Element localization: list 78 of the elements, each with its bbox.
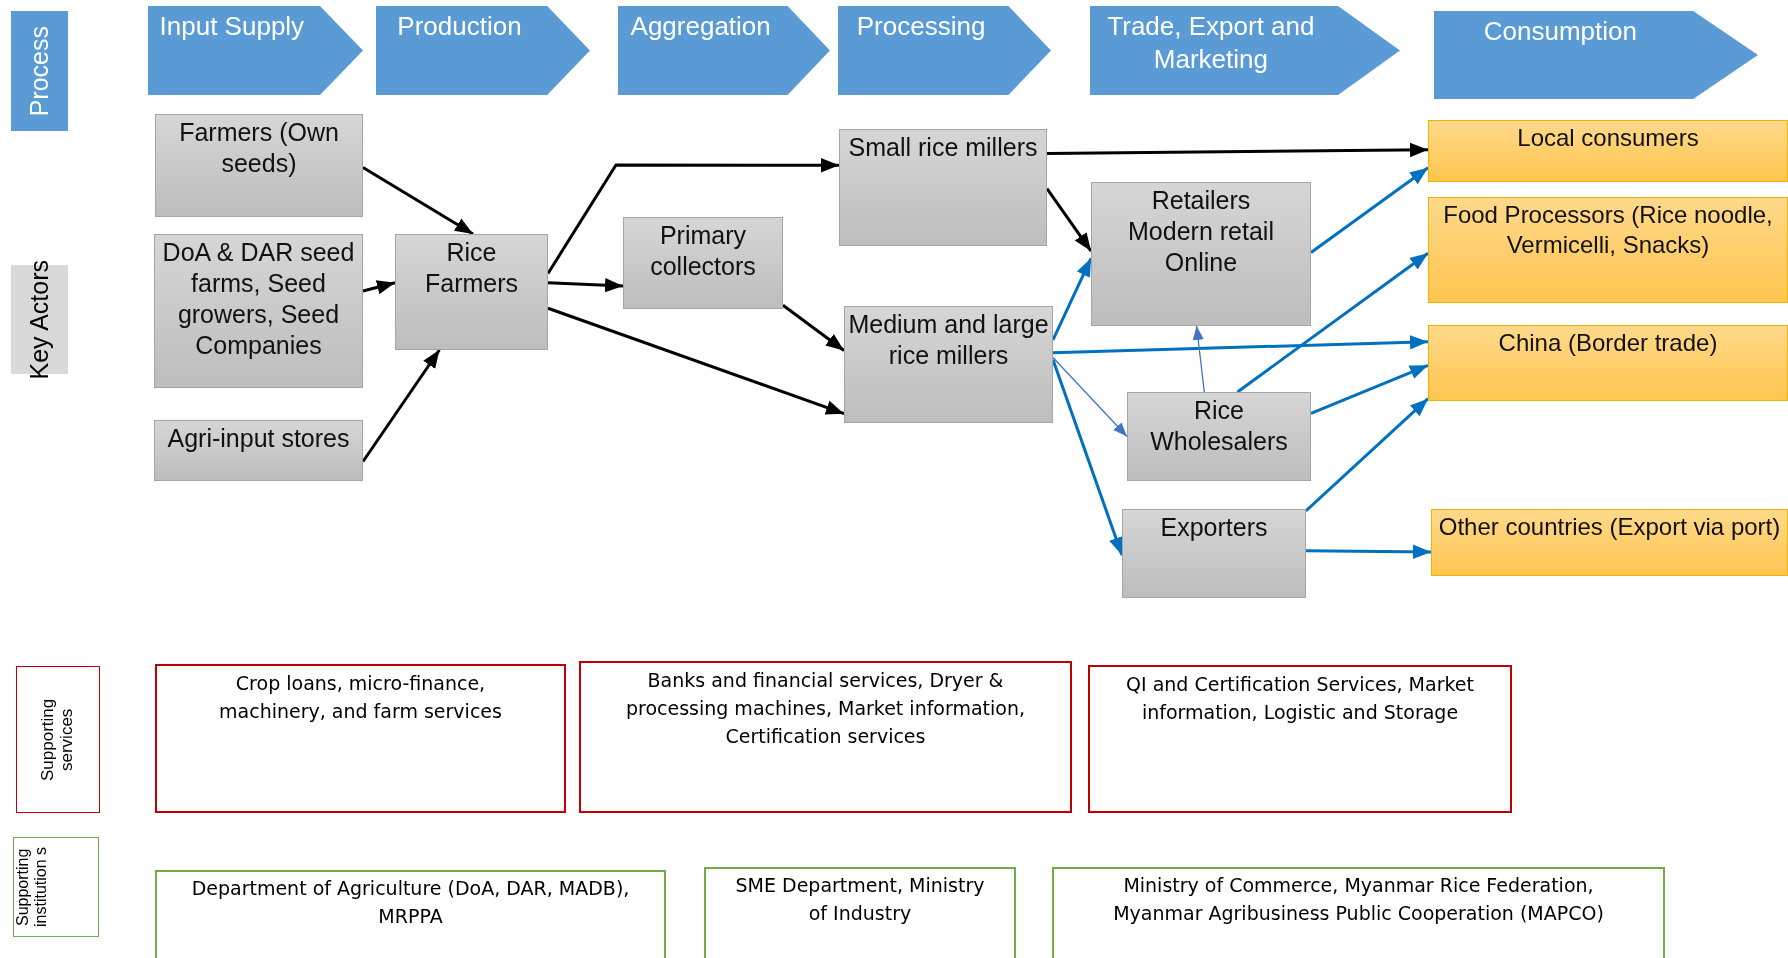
actor-box bbox=[154, 234, 363, 388]
market-box bbox=[1428, 197, 1788, 303]
box-text: Exporters bbox=[1160, 512, 1268, 543]
stage-header-banner bbox=[838, 6, 1051, 95]
arrow bbox=[1052, 335, 1429, 355]
arrow bbox=[1305, 397, 1429, 512]
actor-box bbox=[154, 420, 363, 481]
institution-box bbox=[1052, 867, 1665, 958]
stage-header-banner bbox=[148, 6, 363, 95]
box-text: Primary collectors bbox=[649, 220, 757, 282]
service-box bbox=[579, 661, 1072, 813]
box-text: Department of Agriculture (DoA, DAR, MADB), MRPPA bbox=[190, 876, 631, 929]
stage-title: Input Supply bbox=[158, 10, 306, 43]
arrow bbox=[1310, 166, 1429, 254]
box-text: Banks and financial services, Dryer & processing machines, Market information, Certification services bbox=[624, 668, 1027, 749]
row-title: Supporting services bbox=[39, 697, 77, 783]
row-label bbox=[16, 666, 100, 813]
market-box bbox=[1428, 325, 1788, 401]
stage-title: Consumption bbox=[1482, 15, 1638, 48]
box-text: SME Department, Ministry of Industry bbox=[734, 873, 986, 926]
box-text: Agri-input stores bbox=[167, 423, 350, 454]
arrow bbox=[362, 166, 474, 236]
actor-box bbox=[395, 234, 548, 350]
service-box bbox=[1088, 665, 1512, 813]
arrow bbox=[1051, 257, 1093, 341]
market-box bbox=[1431, 509, 1788, 576]
actor-box bbox=[155, 114, 363, 217]
actor-box bbox=[1127, 392, 1311, 481]
stage-header-banner bbox=[618, 6, 830, 95]
box-text: Other countries (Export via port) bbox=[1438, 512, 1781, 542]
box-text: Farmers (Own seeds) bbox=[178, 117, 340, 179]
arrow bbox=[546, 158, 839, 275]
actor-box bbox=[1122, 509, 1306, 598]
arrow bbox=[1236, 251, 1429, 394]
arrow bbox=[1192, 325, 1205, 393]
arrow bbox=[1045, 187, 1093, 252]
arrow bbox=[547, 278, 624, 293]
row-title: Process bbox=[25, 25, 54, 117]
actor-box bbox=[623, 217, 783, 309]
stage-title: Aggregation bbox=[629, 10, 772, 43]
box-text: China (Border trade) bbox=[1498, 328, 1718, 358]
row-label bbox=[11, 11, 68, 131]
arrow bbox=[1051, 359, 1124, 556]
box-text: Food Processors (Rice noodle, Vermicelli, Snacks) bbox=[1442, 200, 1774, 260]
box-text: Rice Wholesalers bbox=[1149, 395, 1289, 457]
box-text: Small rice millers bbox=[848, 132, 1038, 163]
arrow bbox=[782, 304, 845, 352]
box-text: Local consumers bbox=[1517, 123, 1699, 153]
institution-box bbox=[155, 870, 666, 958]
row-title: Supporting institution s bbox=[14, 846, 50, 930]
stage-title: Processing bbox=[855, 10, 987, 43]
arrow bbox=[1052, 356, 1128, 438]
market-box bbox=[1428, 120, 1788, 182]
arrow bbox=[362, 280, 396, 295]
actor-box bbox=[839, 129, 1047, 246]
arrow bbox=[1306, 544, 1431, 559]
arrow bbox=[547, 306, 845, 416]
arrow bbox=[361, 349, 441, 463]
stage-header-banner bbox=[1434, 11, 1758, 99]
actor-box bbox=[844, 306, 1053, 423]
box-text: Ministry of Commerce, Myanmar Rice Federation, Myanmar Agribusiness Public Cooperation (MAPCO) bbox=[1112, 873, 1605, 926]
stage-header-banner bbox=[1090, 6, 1400, 95]
arrow bbox=[1310, 363, 1429, 415]
stage-title: Production bbox=[396, 10, 523, 43]
box-text: DoA & DAR seed farms, Seed growers, Seed Companies bbox=[161, 237, 356, 361]
stage-title: Trade, Export and Marketing bbox=[1106, 10, 1316, 76]
row-label bbox=[13, 837, 99, 937]
box-text: QI and Certification Services, Market information, Logistic and Storage bbox=[1125, 672, 1475, 725]
service-box bbox=[155, 664, 566, 813]
box-text: Retailers Modern retail Online bbox=[1127, 185, 1275, 278]
row-title: Key Actors bbox=[25, 259, 54, 380]
box-text: Rice Farmers bbox=[423, 237, 520, 299]
box-text: Crop loans, micro-finance, machinery, and farm services bbox=[218, 671, 503, 724]
institution-box bbox=[704, 867, 1016, 958]
stage-header-banner bbox=[376, 6, 590, 95]
arrow bbox=[1047, 142, 1428, 158]
box-text: Medium and large rice millers bbox=[848, 309, 1049, 371]
actor-box bbox=[1091, 182, 1311, 326]
